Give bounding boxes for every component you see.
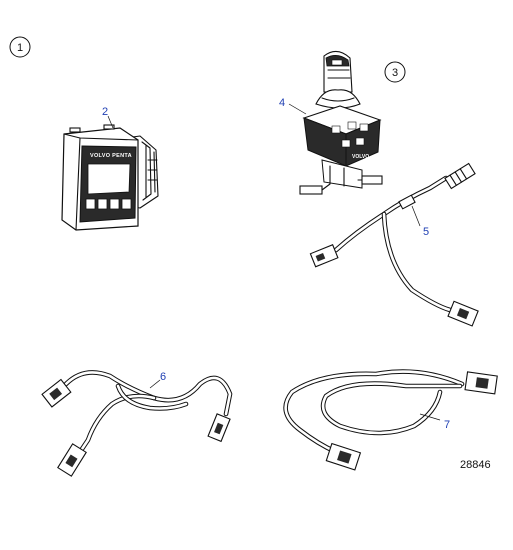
callout-7: 7 [444, 419, 450, 431]
joystick-harness [309, 162, 479, 327]
display-unit: VOLVO PENTA [61, 124, 159, 231]
joystick: VOLVO [299, 50, 383, 195]
extension-harness [283, 369, 498, 471]
callout-2: 2 [102, 106, 108, 118]
callout-5: 5 [423, 226, 429, 238]
figure-number: 28846 [460, 459, 491, 471]
display-brand-text: VOLVO PENTA [90, 153, 132, 159]
y-harness [41, 370, 233, 477]
callout-6: 6 [160, 371, 166, 383]
kit-number-badge: 3 [384, 61, 406, 83]
callout-4: 4 [279, 97, 285, 109]
kit-number-label: 3 [392, 67, 398, 79]
group-number-badge: 1 [9, 36, 31, 58]
joystick-brand-text: VOLVO [352, 154, 369, 160]
group-number-label: 1 [17, 42, 23, 54]
